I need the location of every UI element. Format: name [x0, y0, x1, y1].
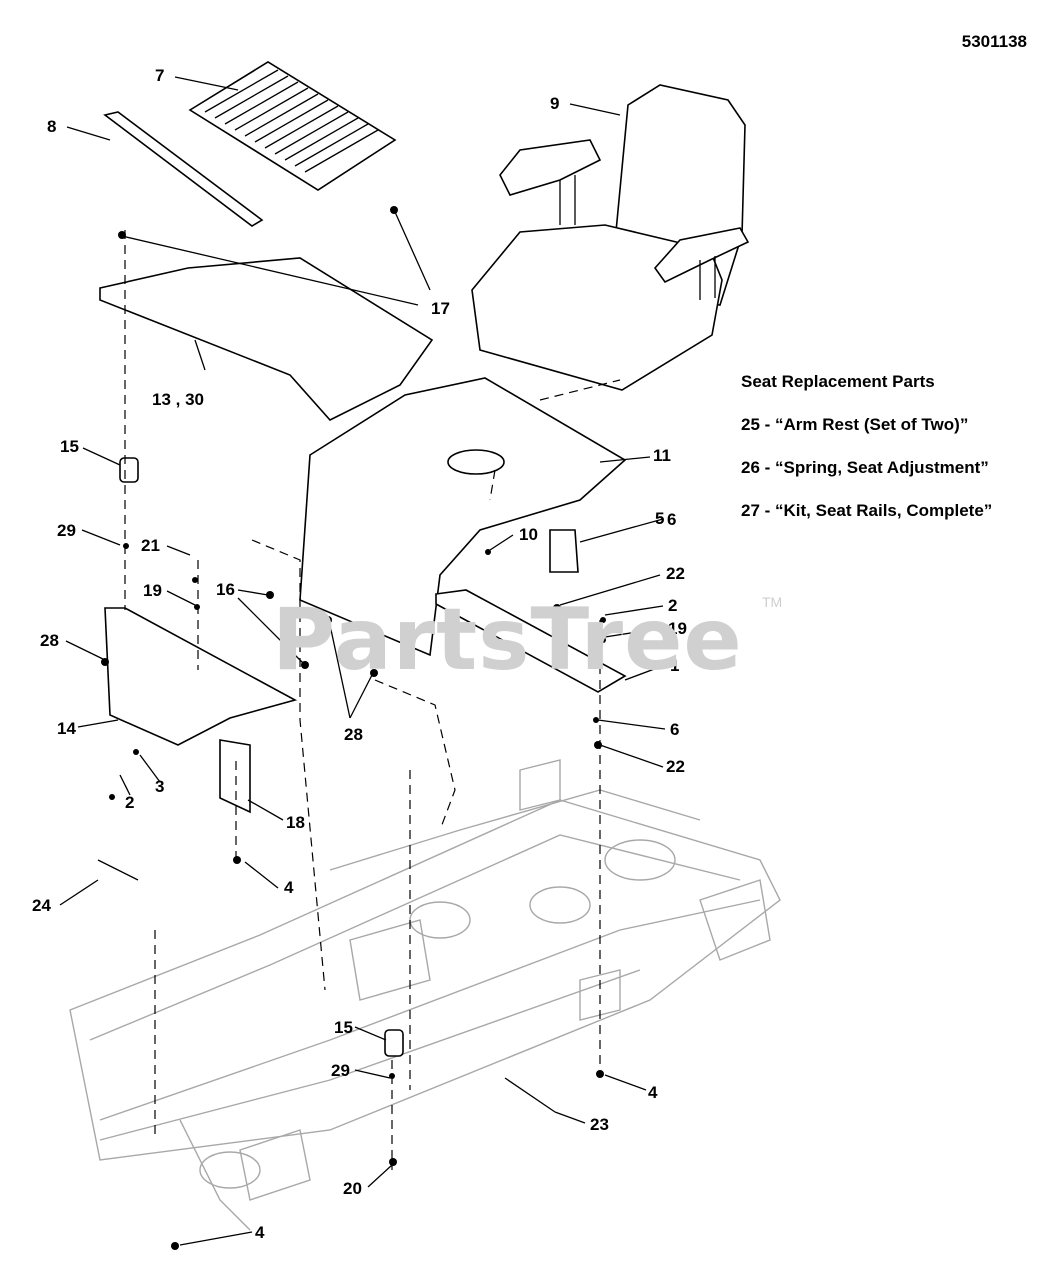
- legend-item: 26 - “Spring, Seat Adjustment”: [741, 458, 989, 477]
- callout: 29: [57, 521, 76, 540]
- callout: 2: [668, 596, 677, 615]
- callout: 4: [255, 1223, 265, 1242]
- watermark: PartsTree: [272, 590, 743, 690]
- callout: 5: [655, 509, 664, 528]
- callout: 22: [666, 564, 685, 583]
- callout: 20: [343, 1179, 362, 1198]
- callout: 29: [331, 1061, 350, 1080]
- document-number: 5301138: [961, 32, 1027, 51]
- callout: 24: [32, 896, 51, 915]
- seat-pad: [188, 61, 397, 191]
- callout: 19: [143, 581, 162, 600]
- callout: 22: [666, 757, 685, 776]
- callout: 17: [431, 299, 450, 318]
- callout: 18: [286, 813, 305, 832]
- seat: [471, 84, 750, 391]
- callout: 10: [519, 525, 538, 544]
- seat-plate: [299, 377, 627, 657]
- chassis-ghost: [69, 759, 781, 1231]
- rod-23: [504, 1077, 556, 1113]
- callout: 1: [670, 656, 679, 675]
- callout: 28: [344, 725, 363, 744]
- legend-item: 27 - “Kit, Seat Rails, Complete”: [741, 501, 993, 520]
- callout-labels: 5 7 8 9 17 13 , 30 15 29 21 19 16 28 14 …: [32, 66, 687, 1242]
- spacer-upper: [119, 457, 139, 483]
- callout: 8: [47, 117, 56, 136]
- callout: 19: [668, 619, 687, 638]
- callout: 9: [550, 94, 559, 113]
- callout: 6: [670, 720, 679, 739]
- trademark: TM: [762, 594, 783, 610]
- callout: 7: [155, 66, 164, 85]
- callout: 3: [155, 777, 164, 796]
- seat-rail: [435, 589, 627, 693]
- legend-title: Seat Replacement Parts: [741, 372, 935, 391]
- callout: 16: [216, 580, 235, 599]
- callout: 28: [40, 631, 59, 650]
- spacer-lower: [384, 1029, 404, 1057]
- callout: 14: [57, 719, 76, 738]
- strip-panel: [103, 111, 264, 227]
- callout: 2: [125, 793, 134, 812]
- hardware-dots: [101, 206, 606, 1250]
- bracket: [219, 739, 251, 814]
- top-cover: [99, 257, 434, 421]
- callout: 23: [590, 1115, 609, 1134]
- callout: 15: [60, 437, 79, 456]
- callout: 11: [653, 446, 671, 465]
- callout: 15: [334, 1018, 353, 1037]
- rear-shroud: [104, 607, 298, 746]
- spring: [549, 529, 579, 573]
- callout: 13 , 30: [152, 390, 204, 409]
- callout: 4: [648, 1083, 658, 1102]
- callout: 21: [141, 536, 160, 555]
- callout: 6: [667, 510, 676, 529]
- legend-item: 25 - “Arm Rest (Set of Two)”: [741, 415, 969, 434]
- rod-24: [97, 859, 139, 881]
- callout: 4: [284, 878, 294, 897]
- leader-lines: [59, 76, 666, 1246]
- seat-replacement-legend: Seat Replacement Parts 25 - “Arm Rest (S…: [741, 372, 992, 544]
